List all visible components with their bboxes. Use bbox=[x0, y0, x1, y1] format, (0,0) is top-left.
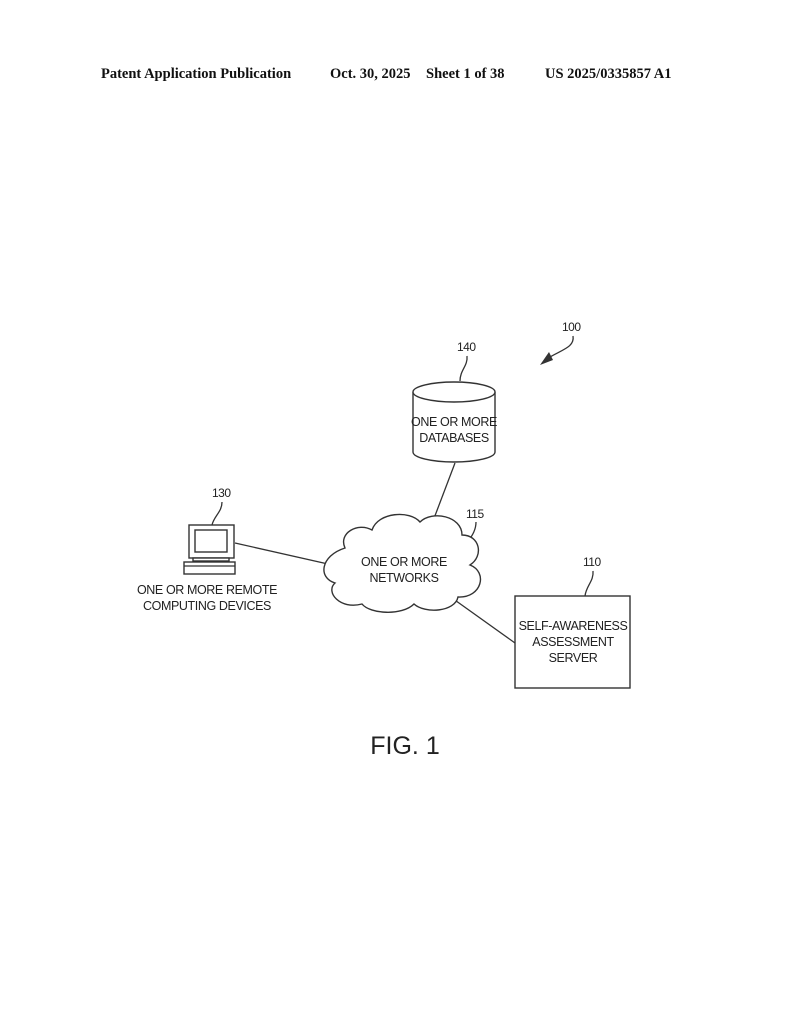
database-label-line2: DATABASES bbox=[419, 431, 489, 445]
devices-label-line1: ONE OR MORE REMOTE bbox=[137, 583, 277, 597]
database-cylinder-icon bbox=[412, 381, 496, 463]
page-header: Patent Application Publication Oct. 30, … bbox=[0, 66, 794, 90]
server-label-line1: SELF-AWARENESS bbox=[519, 619, 628, 633]
ref-label-140: 140 bbox=[457, 340, 476, 354]
leader-line-110 bbox=[584, 570, 594, 597]
remote-devices-node: 130 ONE OR MORE REMOTE COMPUTING DEVICES bbox=[137, 486, 277, 613]
network-label-line1: ONE OR MORE bbox=[361, 555, 447, 569]
leader-line-130 bbox=[211, 501, 223, 526]
system-reference: 100 bbox=[540, 320, 582, 365]
connection-database-network bbox=[432, 462, 456, 522]
server-box bbox=[514, 595, 631, 689]
server-node: 110 SELF-AWARENESS ASSESSMENT SERVER bbox=[514, 555, 631, 689]
arrowhead-icon bbox=[540, 352, 553, 365]
connection-devices-network bbox=[234, 542, 329, 565]
connection-network-server bbox=[451, 597, 516, 644]
leader-line-140 bbox=[459, 355, 468, 382]
publication-date: Oct. 30, 2025 bbox=[330, 66, 411, 82]
network-label-line2: NETWORKS bbox=[369, 571, 438, 585]
ref-label-115: 115 bbox=[466, 507, 484, 521]
ref-label-130: 130 bbox=[212, 486, 231, 500]
sheet-number: Sheet 1 of 38 bbox=[426, 66, 505, 82]
publication-number: US 2025/0335857 A1 bbox=[545, 66, 672, 82]
database-label-line1: ONE OR MORE bbox=[411, 415, 497, 429]
devices-label-line2: COMPUTING DEVICES bbox=[143, 599, 271, 613]
ref-label-110: 110 bbox=[583, 555, 601, 569]
server-label-line3: SERVER bbox=[549, 651, 598, 665]
figure-caption: FIG. 1 bbox=[370, 732, 439, 760]
publication-type: Patent Application Publication bbox=[101, 66, 292, 82]
computer-icon bbox=[183, 524, 236, 575]
cloud-icon bbox=[323, 513, 482, 613]
server-label-line2: ASSESSMENT bbox=[532, 635, 614, 649]
ref-label-100: 100 bbox=[562, 320, 581, 334]
database-node: 140 ONE OR MORE DATABASES bbox=[411, 340, 497, 463]
network-node: 115 ONE OR MORE NETWORKS bbox=[323, 507, 485, 613]
